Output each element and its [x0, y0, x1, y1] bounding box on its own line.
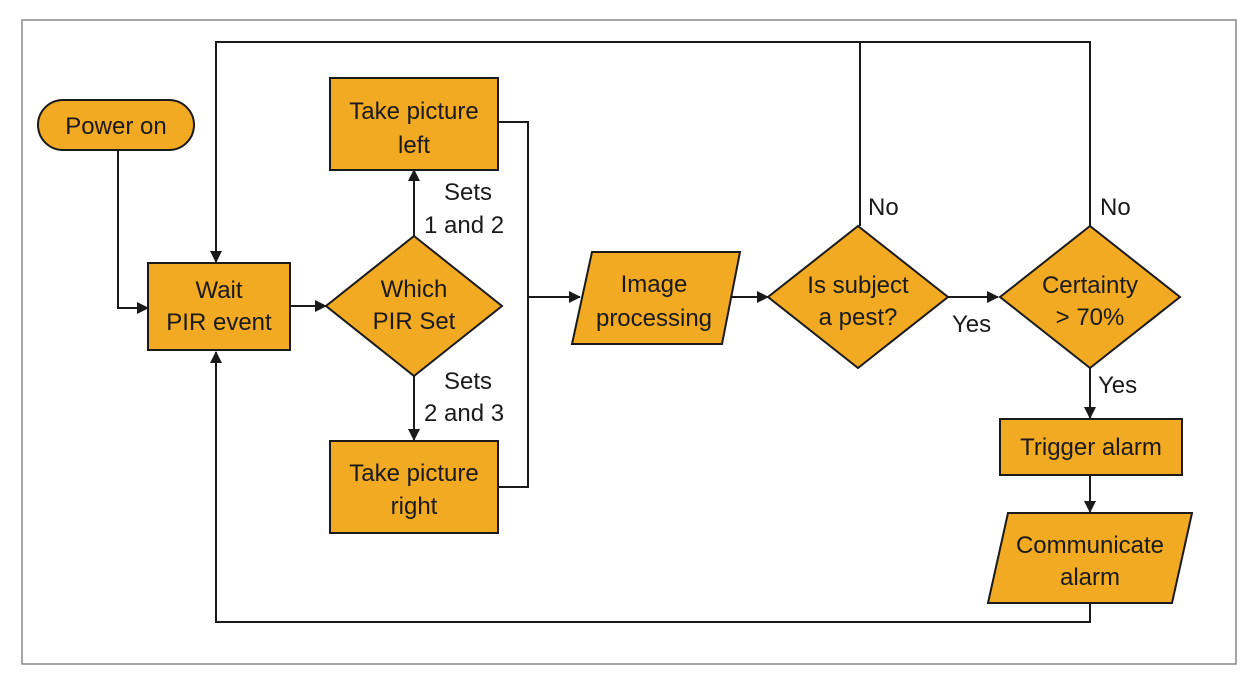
node-wait-line-1: Wait: [195, 277, 242, 304]
label-sets-2-and-3-line-2: 2 and 3: [424, 400, 504, 427]
label-yes-pest: Yes: [952, 311, 991, 338]
label-no-certainty: No: [1100, 194, 1131, 221]
node-image-processing: Image processing: [570, 251, 742, 345]
node-certainty-line-1: Certainty: [1042, 272, 1138, 299]
node-communicate-line-2: alarm: [1060, 564, 1120, 591]
node-power-on: Power on: [37, 99, 195, 151]
node-left-line-1: Take picture: [349, 98, 478, 125]
node-take-picture-left: Take picture left: [329, 77, 499, 171]
node-is-subject-a-pest: Is subject a pest?: [766, 224, 950, 370]
node-trigger-line-1: Trigger alarm: [1020, 434, 1162, 461]
node-certainty-line-2: > 70%: [1056, 304, 1125, 331]
node-wait-pir-event: Wait PIR event: [147, 262, 291, 351]
diagram-frame: [21, 19, 1237, 665]
label-no-pest: No: [868, 194, 899, 221]
node-which-line-2: PIR Set: [373, 308, 456, 335]
edge-power-to-wait: [117, 150, 149, 314]
node-right-line-2: right: [391, 493, 438, 520]
node-pest-line-1: Is subject: [807, 272, 909, 299]
node-right-line-1: Take picture: [349, 460, 478, 487]
edge-certainty-no-loop: [210, 41, 1091, 263]
node-trigger-alarm: Trigger alarm: [999, 418, 1183, 476]
edge-left-to-merge: [498, 121, 529, 488]
node-communicate-alarm: Communicate alarm: [986, 512, 1194, 604]
node-wait-line-2: PIR event: [166, 309, 272, 336]
node-take-picture-right: Take picture right: [329, 440, 499, 534]
node-which-pir-set: Which PIR Set: [324, 234, 504, 378]
node-left-line-2: left: [398, 132, 430, 159]
edge-communicate-loop: [210, 351, 1091, 623]
label-yes-certainty: Yes: [1098, 372, 1137, 399]
node-image-line-1: Image: [621, 271, 688, 298]
node-pest-line-2: a pest?: [819, 304, 898, 331]
label-sets-2-and-3-line-1: Sets: [444, 368, 492, 395]
node-communicate-line-1: Communicate: [1016, 532, 1164, 559]
node-image-line-2: processing: [596, 305, 712, 332]
label-sets-1-and-2-line-2: 1 and 2: [424, 212, 504, 239]
label-sets-1-and-2-line-1: Sets: [444, 179, 492, 206]
node-certainty: Certainty > 70%: [998, 224, 1182, 370]
node-power-on-line-1: Power on: [65, 113, 166, 140]
node-which-line-1: Which: [381, 276, 448, 303]
